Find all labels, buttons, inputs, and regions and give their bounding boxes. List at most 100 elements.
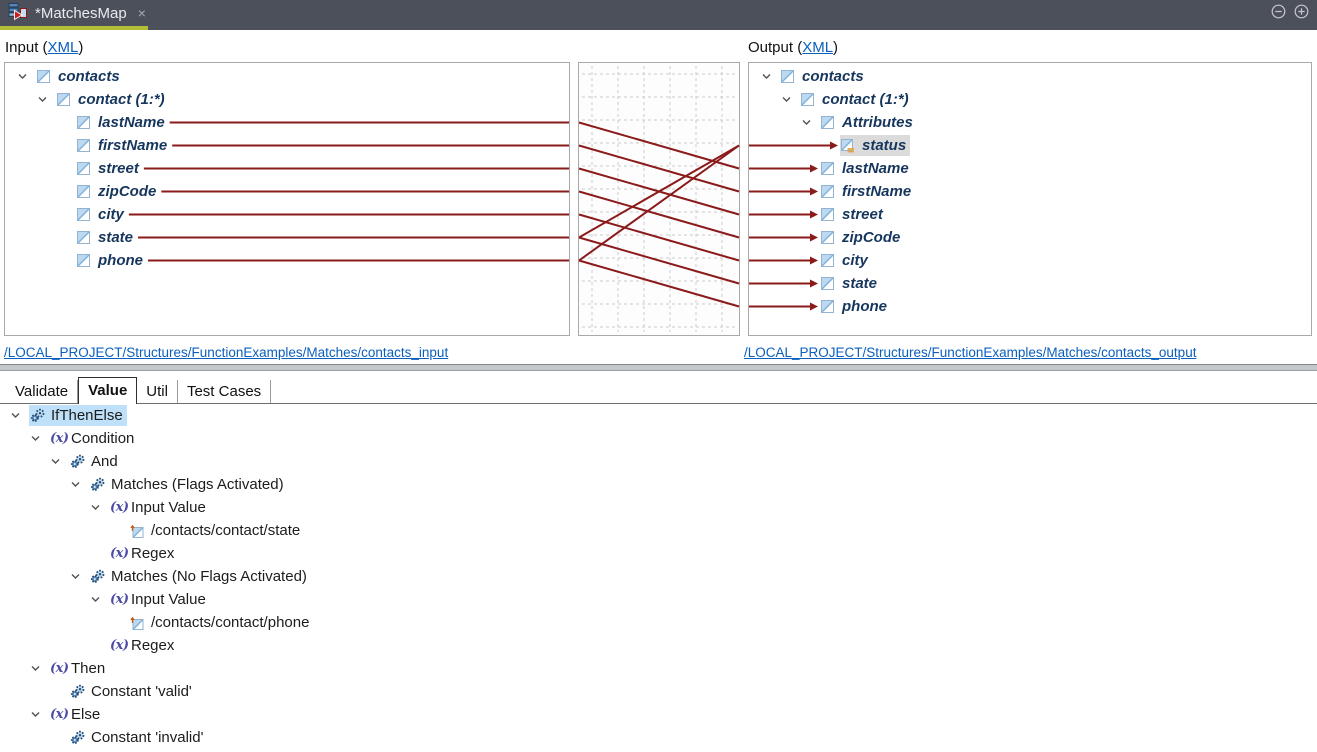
chevron-down-icon[interactable]: [37, 94, 56, 105]
function-node-contacts-contact-phone[interactable]: /contacts/contact/phone: [0, 611, 1317, 634]
node-label: zipCode: [842, 229, 901, 246]
chevron-down-icon[interactable]: [30, 663, 49, 674]
chevron-down-icon[interactable]: [30, 433, 49, 444]
active-tab-underline: [0, 26, 148, 30]
function-node-condition[interactable]: (x)Condition: [0, 427, 1317, 450]
node-label: Attributes: [842, 114, 913, 131]
output-node-lastname[interactable]: lastName: [749, 157, 1311, 180]
xml-element-icon: [821, 116, 841, 129]
function-icon: [70, 730, 90, 745]
node-label: Regex: [131, 637, 175, 654]
function-node-ifthenelse[interactable]: IfThenElse: [0, 404, 1317, 427]
node-label: lastName: [842, 160, 909, 177]
output-xml-link[interactable]: XML: [802, 39, 834, 56]
output-structure-label: Output (XML): [748, 39, 839, 56]
function-node-input-value[interactable]: (x)Input Value: [0, 496, 1317, 519]
input-node-firstname[interactable]: firstName: [5, 134, 569, 157]
node-label: And: [91, 453, 118, 470]
input-node-state[interactable]: state: [5, 226, 569, 249]
tab-test-cases[interactable]: Test Cases: [178, 380, 272, 403]
node-label: Input Value: [131, 499, 206, 516]
function-node-constant-invalid[interactable]: Constant 'invalid': [0, 726, 1317, 749]
chevron-down-icon[interactable]: [50, 456, 69, 467]
mapping-canvas[interactable]: [578, 62, 740, 336]
function-icon: [70, 684, 90, 699]
expand-plus-icon[interactable]: [1294, 4, 1309, 23]
function-node-matches-flags-activated[interactable]: Matches (Flags Activated): [0, 473, 1317, 496]
param-icon: (x): [110, 546, 129, 561]
chevron-down-icon[interactable]: [17, 71, 36, 82]
function-node-input-value[interactable]: (x)Input Value: [0, 588, 1317, 611]
input-node-phone[interactable]: phone: [5, 249, 569, 272]
node-label: city: [842, 252, 868, 269]
function-node-and[interactable]: And: [0, 450, 1317, 473]
param-icon: (x): [50, 431, 69, 446]
function-node-then[interactable]: (x)Then: [0, 657, 1317, 680]
output-node-firstname[interactable]: firstName: [749, 180, 1311, 203]
node-label: street: [98, 160, 139, 177]
function-node-matches-no-flags-activated[interactable]: Matches (No Flags Activated): [0, 565, 1317, 588]
node-label: Input Value: [131, 591, 206, 608]
input-tree-panel: contacts contact (1:*) lastName firstName st…: [4, 62, 570, 336]
param-icon: (x): [50, 661, 69, 676]
function-node-else[interactable]: (x)Else: [0, 703, 1317, 726]
chevron-down-icon[interactable]: [761, 71, 780, 82]
xml-element-icon: [77, 139, 97, 152]
chevron-down-icon[interactable]: [781, 94, 800, 105]
input-node-city[interactable]: city: [5, 203, 569, 226]
xml-ref-icon: [130, 524, 150, 538]
output-node-contact-1[interactable]: contact (1:*): [749, 88, 1311, 111]
chevron-down-icon[interactable]: [10, 410, 29, 421]
output-node-status[interactable]: status: [749, 134, 1311, 157]
output-structure-path-link[interactable]: /LOCAL_PROJECT/Structures/FunctionExampl…: [744, 345, 1197, 360]
function-icon: [90, 477, 110, 492]
title-bar: *MatchesMap ×: [0, 0, 1317, 30]
tab-validate[interactable]: Validate: [6, 380, 79, 403]
close-icon[interactable]: ×: [137, 5, 146, 21]
input-structure-label: Input (XML): [5, 39, 84, 56]
input-node-contacts[interactable]: contacts: [5, 65, 569, 88]
param-icon: (x): [110, 638, 129, 653]
xml-element-icon: [781, 70, 801, 83]
output-node-state[interactable]: state: [749, 272, 1311, 295]
tab-util[interactable]: Util: [137, 380, 178, 403]
output-node-city[interactable]: city: [749, 249, 1311, 272]
collapse-minus-icon[interactable]: [1271, 4, 1286, 23]
tab-value[interactable]: Value: [78, 377, 138, 404]
document-tab-title: *MatchesMap: [35, 4, 127, 22]
xml-element-icon: [821, 277, 841, 290]
function-node-constant-valid[interactable]: Constant 'valid': [0, 680, 1317, 703]
chevron-down-icon[interactable]: [90, 594, 109, 605]
node-label: zipCode: [98, 183, 157, 200]
output-node-attributes[interactable]: Attributes: [749, 111, 1311, 134]
input-xml-link[interactable]: XML: [47, 39, 79, 56]
xml-element-icon: [821, 208, 841, 221]
node-label: /contacts/contact/state: [151, 522, 301, 539]
input-node-street[interactable]: street: [5, 157, 569, 180]
input-node-zipcode[interactable]: zipCode: [5, 180, 569, 203]
input-node-lastname[interactable]: lastName: [5, 111, 569, 134]
node-label: contact (1:*): [78, 91, 165, 108]
xml-element-icon: [801, 93, 821, 106]
function-icon: [70, 454, 90, 469]
function-node-contacts-contact-state[interactable]: /contacts/contact/state: [0, 519, 1317, 542]
function-node-regex[interactable]: (x)Regex: [0, 634, 1317, 657]
output-node-phone[interactable]: phone: [749, 295, 1311, 318]
output-node-street[interactable]: street: [749, 203, 1311, 226]
chevron-down-icon[interactable]: [90, 502, 109, 513]
node-label: Else: [71, 706, 101, 723]
chevron-down-icon[interactable]: [801, 117, 820, 128]
node-label: state: [98, 229, 134, 246]
chevron-down-icon[interactable]: [70, 571, 89, 582]
input-structure-path-link[interactable]: /LOCAL_PROJECT/Structures/FunctionExampl…: [4, 345, 449, 360]
node-label: firstName: [98, 137, 168, 154]
input-node-contact-1[interactable]: contact (1:*): [5, 88, 569, 111]
chevron-down-icon[interactable]: [70, 479, 89, 490]
output-node-contacts[interactable]: contacts: [749, 65, 1311, 88]
function-node-regex[interactable]: (x)Regex: [0, 542, 1317, 565]
document-tab[interactable]: *MatchesMap ×: [0, 0, 154, 26]
chevron-down-icon[interactable]: [30, 709, 49, 720]
output-node-zipcode[interactable]: zipCode: [749, 226, 1311, 249]
horizontal-splitter[interactable]: [0, 364, 1317, 371]
